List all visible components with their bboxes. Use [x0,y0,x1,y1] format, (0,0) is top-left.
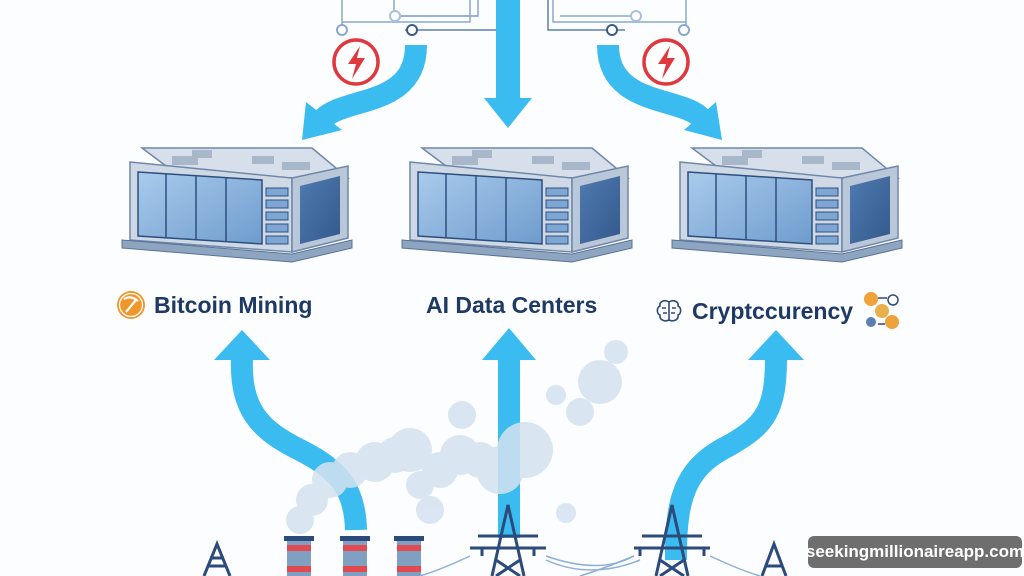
circuit-lines [341,0,687,31]
arrow-down-center [484,0,532,128]
arrow-up-left [230,357,367,531]
arrow-up-left-head [214,330,270,360]
transmission-towers [202,504,788,576]
power-warning-icon-right [642,38,690,86]
building-bitcoin [121,147,353,263]
label-cryptocurrency: Cryptccurency [654,290,903,332]
power-lines [419,555,761,576]
label-ai-data-centers: AI Data Centers [426,292,597,319]
pickaxe-icon [116,290,146,320]
crypto-coins-icon [861,290,903,332]
arrow-up-right-head [748,330,804,360]
power-warning-icon-left [332,38,380,86]
arrow-up-right [664,357,787,561]
label-bitcoin-mining: Bitcoin Mining [116,290,312,320]
arrow-down-left-head [302,102,342,140]
building-ai [401,147,633,263]
arrow-down-left [311,44,427,130]
label-text: Bitcoin Mining [154,291,313,318]
circuit-nodes [336,10,690,36]
label-text: AI Data Centers [426,292,598,318]
building-crypto [671,147,903,263]
smokestacks [284,536,424,576]
arrow-down-right-head [684,102,722,140]
smoke-clouds [286,340,628,534]
watermark: seekingmillionaireapp.com [806,536,1024,568]
label-text: Cryptccurency [692,297,854,324]
brain-icon [654,296,684,326]
arrow-down-right [597,44,714,129]
